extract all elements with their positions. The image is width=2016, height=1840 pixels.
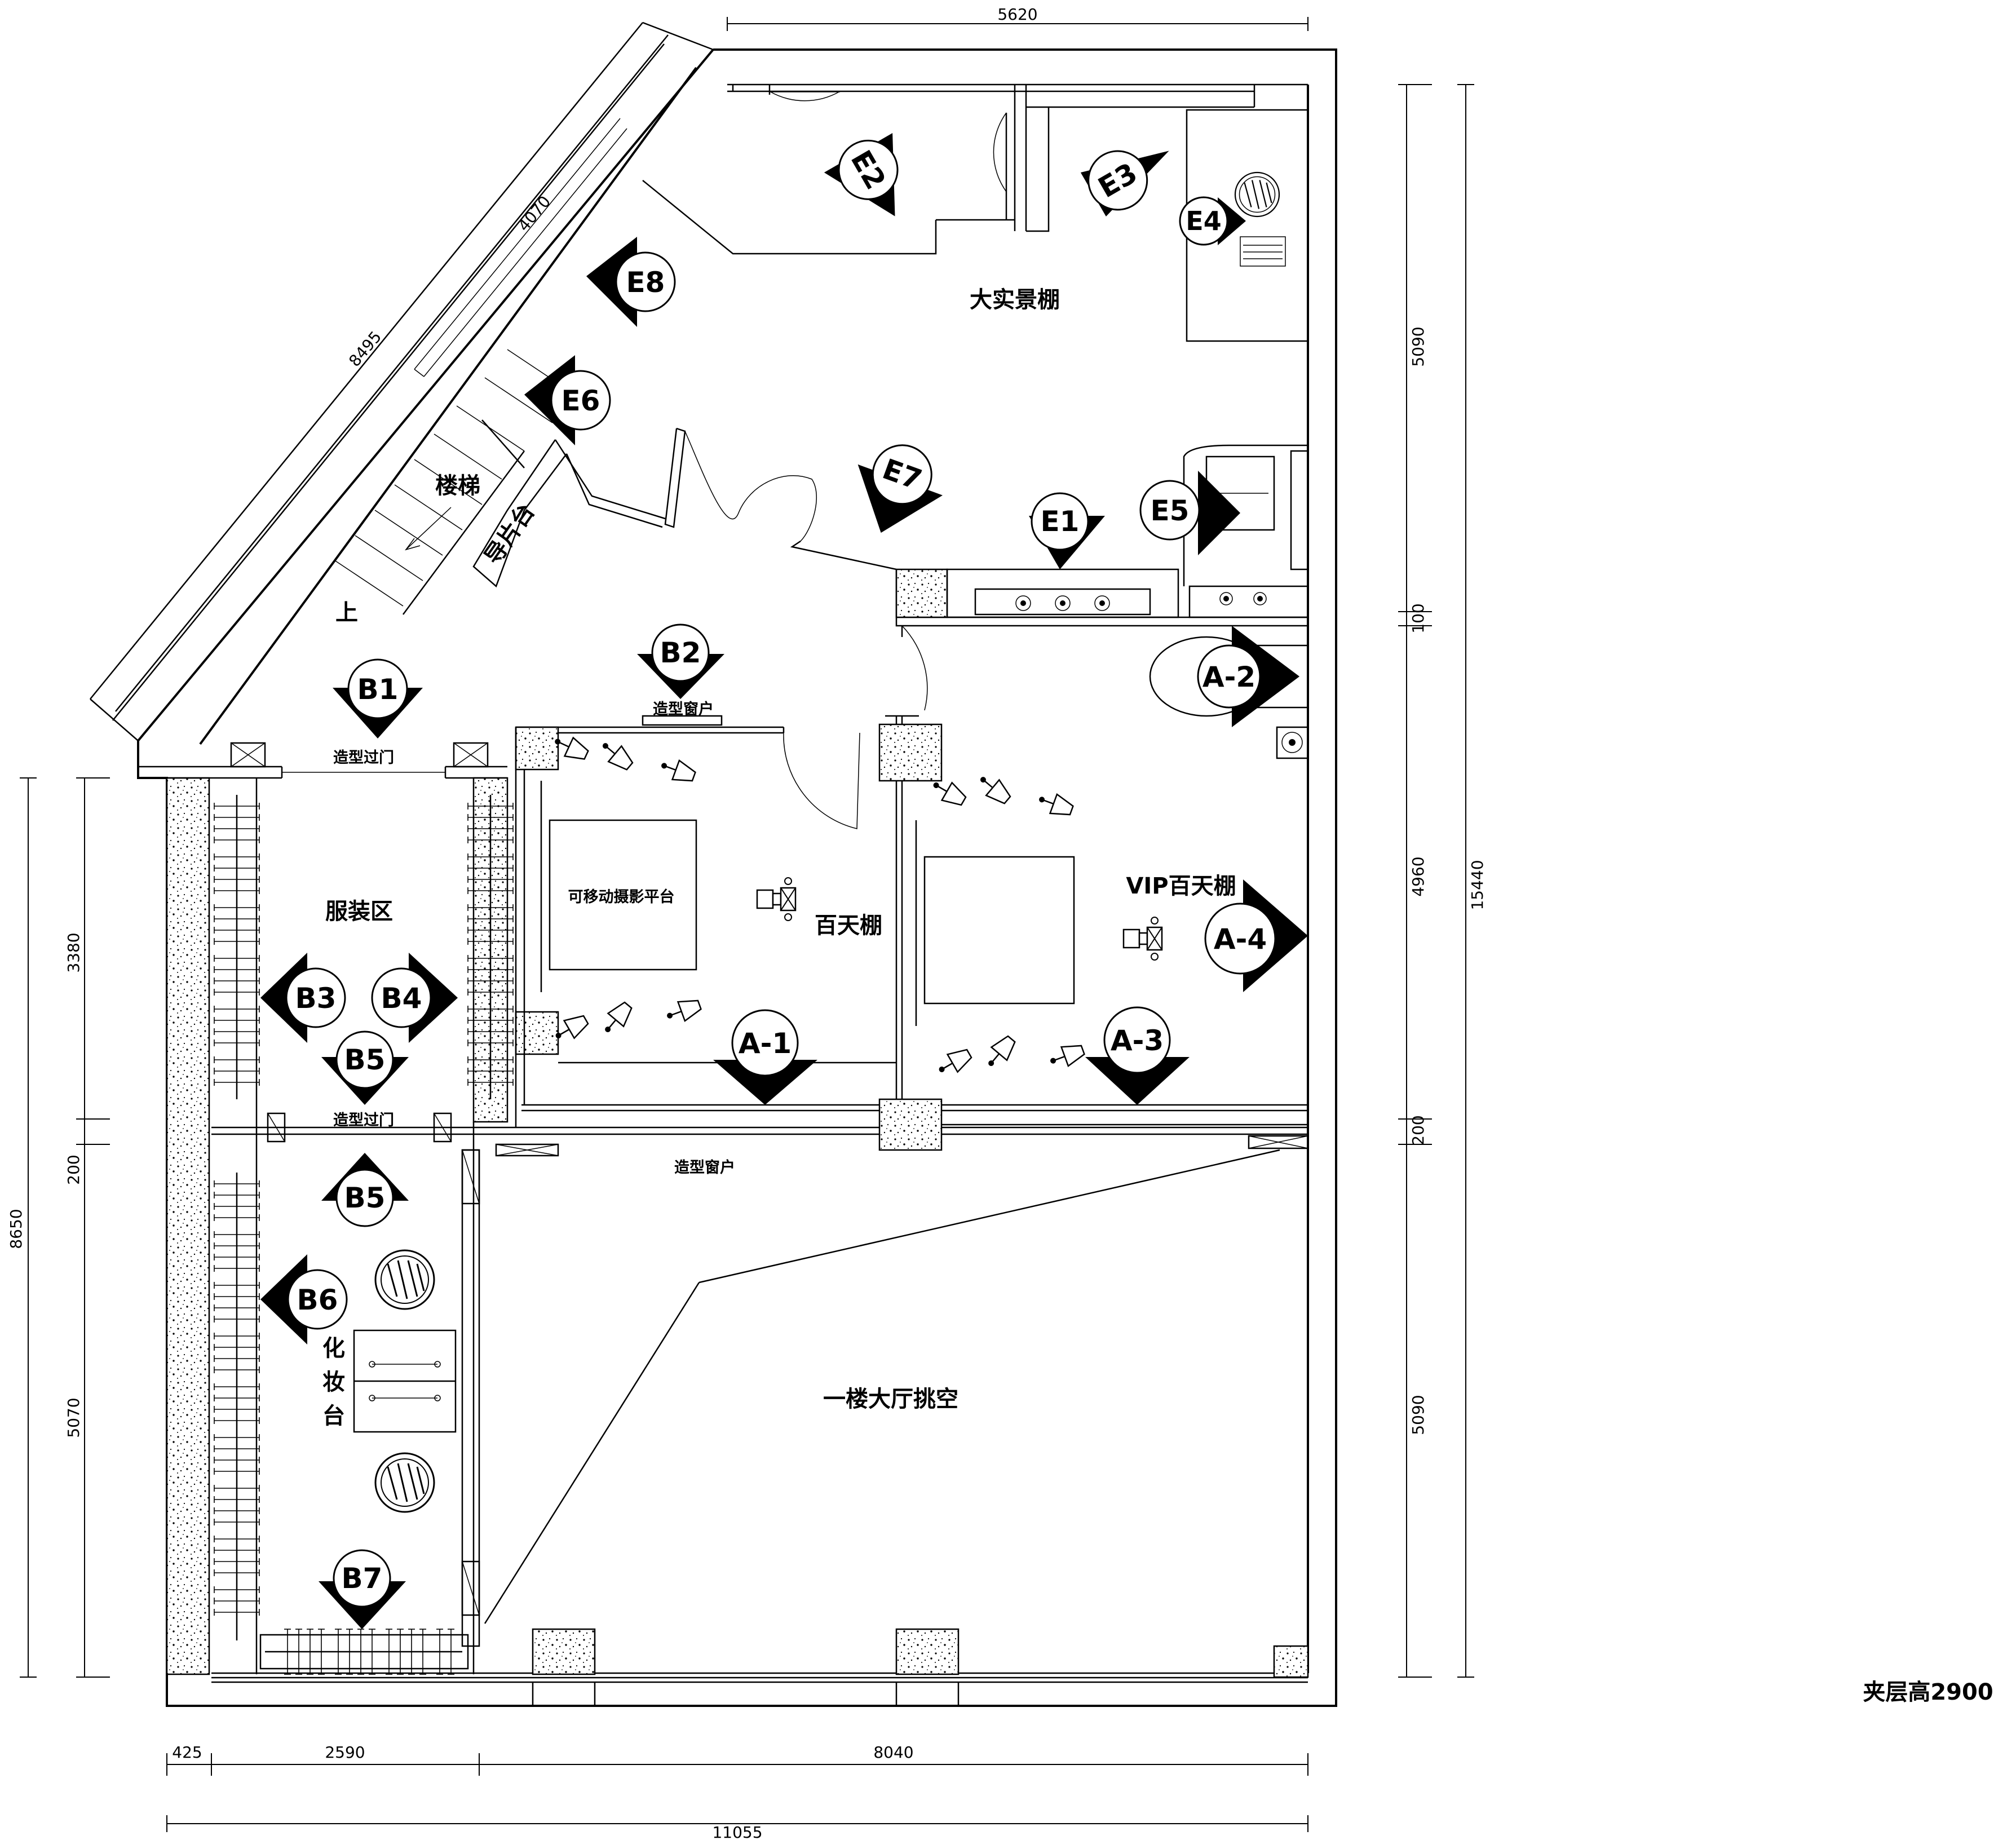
costume-area-label: 服装区 <box>325 899 393 925</box>
marker-b6: B6 <box>260 1254 348 1344</box>
makeup-label-1: 化 <box>322 1335 345 1361</box>
marker-e8: E8 <box>586 237 676 327</box>
dim-left-top: 3380 <box>64 932 83 972</box>
stool-lines <box>1240 236 1286 267</box>
dim-right-total: 15440 <box>1468 860 1487 910</box>
mid-walls <box>664 427 1309 759</box>
stairs-label: 楼梯 <box>435 473 480 499</box>
dim-right-mid: 4960 <box>1409 856 1427 896</box>
dim-left-total: 8650 <box>7 1209 25 1249</box>
marker-b5-bottom: B5 <box>321 1153 409 1227</box>
stair-band <box>90 21 714 741</box>
dim-right-top: 5090 <box>1409 326 1427 366</box>
svg-text:E6: E6 <box>562 384 600 417</box>
marker-b5-top: B5 <box>321 1030 409 1105</box>
up-label: 上 <box>335 600 358 626</box>
marker-b3: B3 <box>260 953 346 1043</box>
svg-text:E8: E8 <box>626 266 665 299</box>
svg-text:E4: E4 <box>1186 206 1221 236</box>
svg-text:B6: B6 <box>297 1284 338 1316</box>
svg-text:B4: B4 <box>381 982 422 1015</box>
dim-diag-inner: 4070 <box>514 192 554 235</box>
dim-top-width: 5620 <box>997 5 1037 24</box>
mezzanine-height-label: 夹层高2900 <box>1863 1679 1993 1705</box>
svg-text:B5: B5 <box>344 1182 386 1214</box>
marker-e2: E2 <box>824 133 899 216</box>
marker-a4: A-4 <box>1204 879 1308 992</box>
studio-walls <box>495 715 1309 1157</box>
dim-left-gap: 200 <box>64 1155 83 1184</box>
dim-bottom-c: 8040 <box>873 1743 913 1762</box>
marker-e4: E4 <box>1179 196 1246 246</box>
marker-a3: A-3 <box>1085 1006 1190 1105</box>
baby-studio-label: 百天棚 <box>815 913 882 939</box>
dim-right-gap2: 200 <box>1409 1115 1427 1145</box>
svg-text:E1: E1 <box>1041 505 1080 538</box>
marker-e6: E6 <box>524 355 611 445</box>
feature-door-top-label: 造型过门 <box>333 749 394 767</box>
top-partitions <box>642 85 1309 342</box>
dim-diag-outer: 8495 <box>345 328 385 370</box>
dim-left-bottom: 5070 <box>64 1397 83 1438</box>
svg-text:A-2: A-2 <box>1202 661 1255 693</box>
makeup-label-2: 妆 <box>322 1369 345 1395</box>
marker-b2: B2 <box>637 623 724 699</box>
svg-text:B2: B2 <box>660 636 701 669</box>
marker-b4: B4 <box>371 953 458 1043</box>
view-markers: E1 B1 B2 B5 B7 A-1 A-3 B5 <box>260 133 1308 1629</box>
makeup-label-3: 台 <box>322 1403 345 1429</box>
vip-baby-studio-label: VIP百天棚 <box>1126 873 1236 899</box>
svg-text:A-1: A-1 <box>739 1027 792 1060</box>
dim-bottom-a: 425 <box>172 1743 202 1762</box>
marker-b7: B7 <box>319 1549 406 1629</box>
marker-e3: E3 <box>1080 150 1169 216</box>
feature-window-mid-label: 造型窗户 <box>674 1158 735 1176</box>
svg-text:B5: B5 <box>344 1043 386 1076</box>
svg-text:A-3: A-3 <box>1111 1024 1164 1057</box>
marker-a2: A-2 <box>1197 626 1299 727</box>
marker-b1: B1 <box>333 658 423 738</box>
guide-desk-label: 导片台 <box>480 499 540 569</box>
marker-a1: A-1 <box>713 1009 817 1105</box>
dim-bottom-total: 11055 <box>712 1823 762 1840</box>
marker-e1: E1 <box>1029 492 1105 569</box>
svg-text:E5: E5 <box>1151 494 1190 527</box>
marker-e5: E5 <box>1139 471 1240 555</box>
room-labels: 大实景棚 楼梯 导片台 上 服装区 可移动摄影平台 百天棚 VIP百天棚 一楼大… <box>322 287 1993 1705</box>
big-set-label: 大实景棚 <box>970 287 1060 313</box>
feature-window-top-label: 造型窗户 <box>653 700 714 718</box>
costume-walls <box>138 742 1308 1675</box>
dim-right-bottom: 5090 <box>1409 1395 1427 1435</box>
dim-right-gap1: 100 <box>1409 603 1427 633</box>
hanger-rows <box>214 802 514 1675</box>
mobile-platform-label: 可移动摄影平台 <box>568 888 675 906</box>
lobby-void-label: 一楼大厅挑空 <box>823 1386 958 1412</box>
svg-text:B1: B1 <box>357 673 399 706</box>
svg-text:A-4: A-4 <box>1214 923 1267 956</box>
feature-door-mid-label: 造型过门 <box>333 1112 394 1129</box>
svg-text:B7: B7 <box>342 1562 383 1595</box>
dim-bottom-b: 2590 <box>325 1743 365 1762</box>
svg-text:B3: B3 <box>295 982 337 1015</box>
lobby-void <box>484 1149 1309 1706</box>
marker-e7: E7 <box>857 444 943 533</box>
